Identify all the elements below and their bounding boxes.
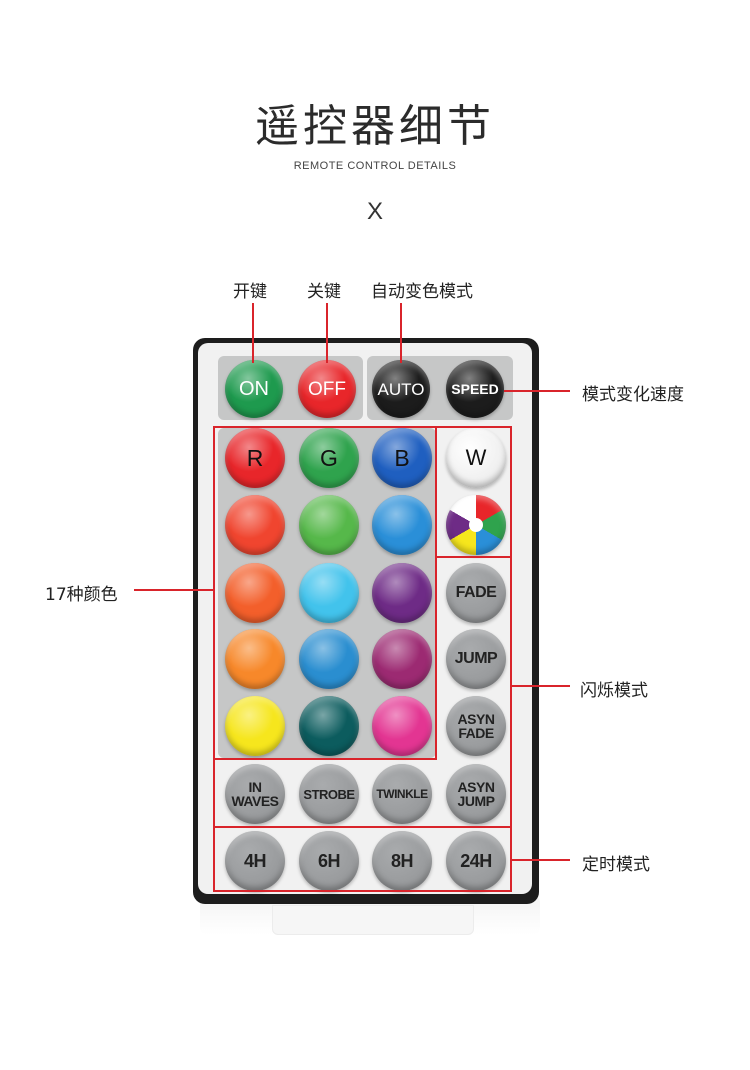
annotation-colors: 17种颜色 (45, 585, 118, 605)
timer-6h-button[interactable]: 6H (299, 831, 359, 891)
color-button-r2c2[interactable] (299, 495, 359, 555)
asyn-fade-label-line2: FADE (458, 725, 494, 741)
twinkle-button[interactable]: TWINKLE (372, 764, 432, 824)
white-button[interactable]: W (446, 428, 506, 488)
color-button-r3c3[interactable] (372, 563, 432, 623)
red-label: R (246, 444, 264, 471)
asyn-fade-label-line1: ASYN (457, 711, 495, 727)
annotation-auto-mode: 自动变色模式 (371, 282, 473, 302)
timer-4h-button[interactable]: 4H (225, 831, 285, 891)
color-button-r4c3[interactable] (372, 629, 432, 689)
speed-label: SPEED (451, 381, 499, 397)
timer-6h-label: 6H (317, 851, 341, 871)
green-label: G (320, 444, 338, 471)
asyn-fade-button[interactable]: ASYN FADE (446, 696, 506, 756)
rainbow-icon (469, 518, 483, 532)
white-rainbow-highlight-box (435, 426, 512, 558)
annotation-flash: 闪烁模式 (580, 681, 648, 701)
in-waves-label-line2: WAVES (231, 793, 279, 809)
asyn-jump-label-line1: ASYN (457, 779, 495, 795)
off-label: OFF (308, 378, 346, 400)
fade-button[interactable]: FADE (446, 563, 506, 623)
red-button[interactable]: R (225, 428, 285, 488)
annotation-power-off: 关键 (307, 282, 341, 302)
white-label: W (465, 445, 487, 470)
timer-24h-label: 24H (460, 851, 492, 871)
on-connector-line (252, 303, 254, 363)
strobe-button[interactable]: STROBE (299, 764, 359, 824)
annotation-speed: 模式变化速度 (582, 385, 684, 405)
page-title: 遥控器细节 (255, 101, 495, 152)
auto-label: AUTO (377, 379, 425, 399)
timer-8h-button[interactable]: 8H (372, 831, 432, 891)
color-button-r2c1[interactable] (225, 495, 285, 555)
asyn-jump-label-line2: JUMP (457, 793, 495, 809)
on-button[interactable]: ON (225, 360, 283, 418)
color-button-r4c1[interactable] (225, 629, 285, 689)
auto-connector-line (400, 303, 402, 363)
color-button-r3c1[interactable] (225, 563, 285, 623)
off-button[interactable]: OFF (298, 360, 356, 418)
page-subtitle: REMOTE CONTROL DETAILS (293, 160, 457, 172)
flash-mode-highlight-box-left-cover (213, 558, 215, 758)
color-button-r2c3[interactable] (372, 495, 432, 555)
timer-8h-label: 8H (390, 851, 414, 871)
auto-button[interactable]: AUTO (372, 360, 430, 418)
off-connector-line (326, 303, 328, 363)
annotation-power-on: 开键 (233, 282, 267, 302)
timer-highlight-box (213, 826, 512, 892)
fade-label: FADE (455, 584, 497, 601)
colors-connector-line (134, 589, 214, 591)
color-button-r5c3[interactable] (372, 696, 432, 756)
annotation-timer: 定时模式 (582, 855, 650, 875)
blue-button[interactable]: B (372, 428, 432, 488)
jump-label: JUMP (454, 650, 498, 667)
blue-label: B (394, 444, 410, 471)
color-button-r5c2[interactable] (299, 696, 359, 756)
color-button-r5c1[interactable] (225, 696, 285, 756)
color-button-r3c2[interactable] (299, 563, 359, 623)
flash-connector-line (512, 685, 570, 687)
jump-button[interactable]: JUMP (446, 629, 506, 689)
asyn-jump-button[interactable]: ASYN JUMP (446, 764, 506, 824)
remote-stand (272, 905, 474, 935)
timer-4h-label: 4H (243, 851, 267, 871)
color-button-r4c2[interactable] (299, 629, 359, 689)
flash-mode-highlight-box (213, 556, 512, 828)
timer-connector-line (512, 859, 570, 861)
on-label: ON (239, 378, 269, 400)
speed-connector-line (504, 390, 570, 392)
in-waves-button[interactable]: IN WAVES (225, 764, 285, 824)
speed-button[interactable]: SPEED (446, 360, 504, 418)
separator-cross: X (366, 198, 383, 225)
green-button[interactable]: G (299, 428, 359, 488)
twinkle-label: TWINKLE (376, 787, 428, 801)
in-waves-label-line1: IN (248, 779, 263, 795)
rainbow-button[interactable] (446, 495, 506, 555)
strobe-label: STROBE (303, 786, 355, 802)
timer-24h-button[interactable]: 24H (446, 831, 506, 891)
